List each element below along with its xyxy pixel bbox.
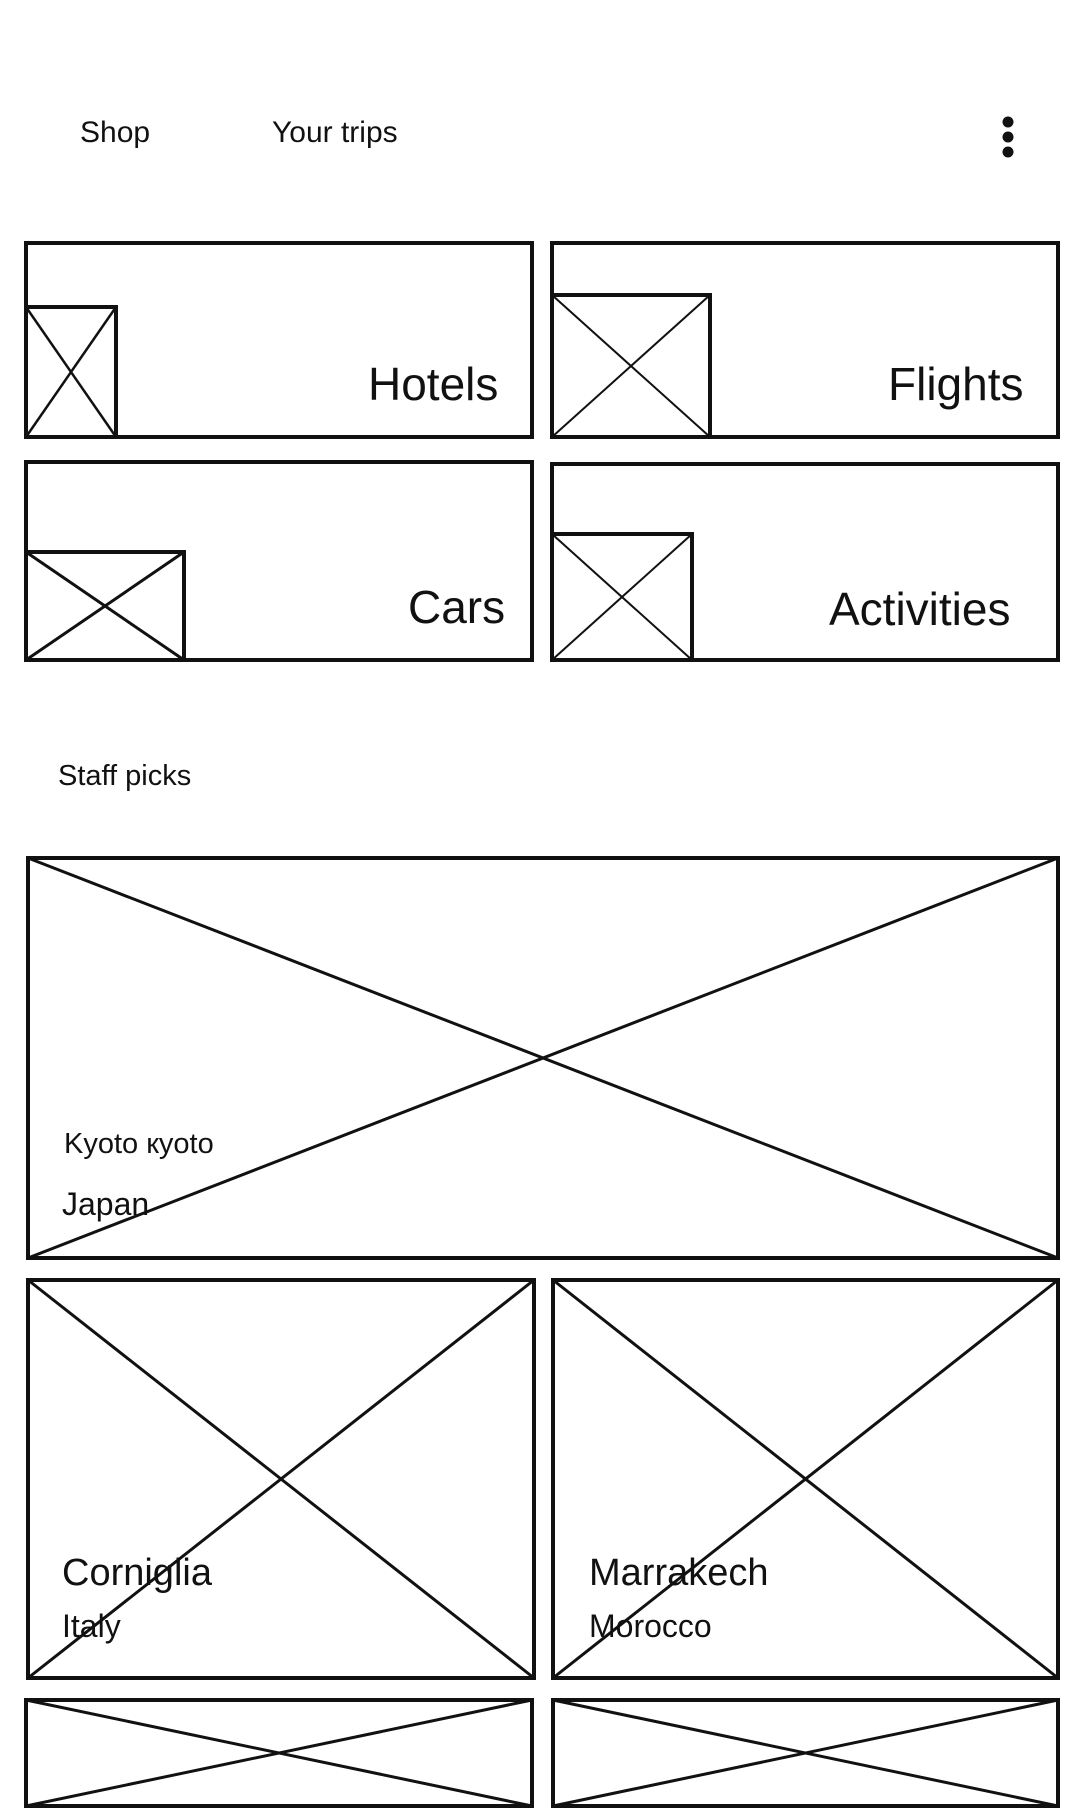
pick-subtitle: Japan: [62, 1186, 150, 1222]
image-placeholder-icon: [24, 305, 118, 439]
image-placeholder-icon: [24, 1698, 534, 1808]
staff-pick-card-corniglia[interactable]: Corniglia Italy: [26, 1278, 536, 1680]
image-placeholder-icon: [550, 293, 712, 439]
pick-title: Kyoto кyoto: [64, 1128, 214, 1160]
image-placeholder-icon: [24, 550, 186, 662]
category-label: Flights: [888, 358, 1024, 410]
image-placeholder-icon: [26, 856, 1060, 1260]
pick-title: Marrakech: [589, 1552, 769, 1594]
category-card-cars[interactable]: Cars: [24, 460, 534, 662]
image-placeholder-icon: [551, 1698, 1060, 1808]
category-label: Cars: [408, 581, 506, 633]
pick-subtitle: Italy: [62, 1608, 121, 1644]
image-placeholder-icon: [26, 1278, 536, 1680]
staff-pick-card-kyoto[interactable]: Kyoto кyoto Japan: [26, 856, 1060, 1260]
tab-shop[interactable]: Shop: [80, 116, 151, 149]
staff-pick-card-partial-right[interactable]: [551, 1698, 1060, 1808]
category-card-hotels[interactable]: Hotels: [24, 241, 534, 439]
more-vert-icon[interactable]: [990, 112, 1026, 162]
tab-your-trips[interactable]: Your trips: [272, 116, 398, 149]
image-placeholder-icon: [550, 532, 694, 662]
staff-pick-card-marrakech[interactable]: Marrakech Morocco: [551, 1278, 1060, 1680]
section-heading-staff-picks: Staff picks: [58, 760, 192, 792]
staff-pick-card-partial-left[interactable]: [24, 1698, 534, 1808]
category-label: Activities: [829, 583, 1011, 635]
category-card-flights[interactable]: Flights: [550, 241, 1060, 439]
category-label: Hotels: [368, 358, 499, 410]
pick-title: Corniglia: [62, 1552, 212, 1594]
image-placeholder-icon: [551, 1278, 1060, 1680]
pick-subtitle: Morocco: [589, 1608, 712, 1644]
category-card-activities[interactable]: Activities: [550, 462, 1060, 662]
